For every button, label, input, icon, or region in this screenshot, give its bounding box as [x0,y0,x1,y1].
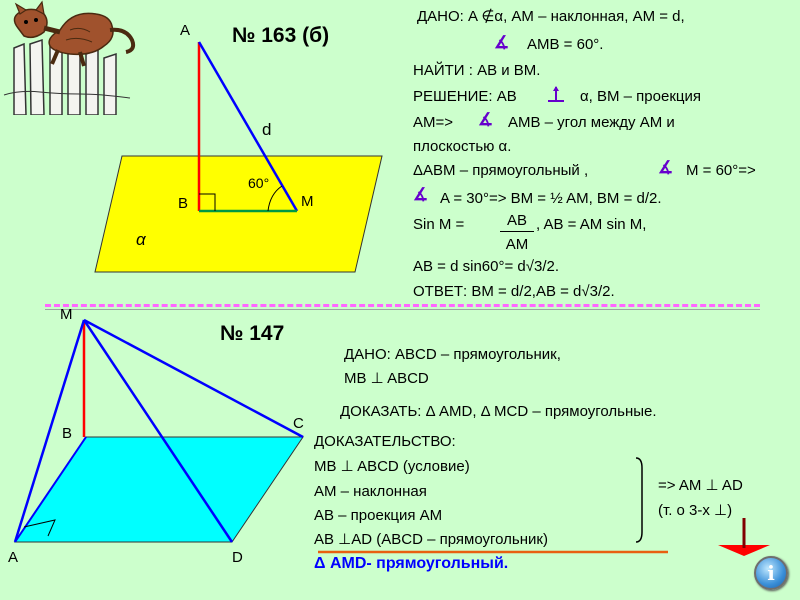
find-163: НАЙТИ : AB и BM. [413,62,541,79]
label-a-147: A [8,549,19,566]
result-147-line2: (т. о 3-х ⊥) [658,502,733,519]
calc-163: AB = d sin60°= d√3/2. [413,258,559,275]
solution-line5: A = 30°=> BM = ½ AM, BM = d/2. [440,190,662,207]
solution-line2-a: AM=> [413,114,454,131]
sin-fraction-denominator: AM [505,236,529,253]
sin-suffix: , AB = AM sin M, [536,216,647,233]
solution-line4-a: ΔABM – прямоугольный , [413,162,589,179]
label-angle-60: 60° [248,175,270,191]
info-icon[interactable]: i [754,556,788,590]
answer-163: ОТВЕТ: BM = d/2,AB = d√3/2. [413,283,615,300]
given-163-line1: ДАНО: A ∉α, AM – наклонная, AM = d, [417,8,685,25]
solution-line1-a: РЕШЕНИЕ: AB [413,88,517,105]
proof-line-4: AB ⊥AD (ABCD – прямоугольник) [314,531,548,548]
angle-m-arc [267,185,283,212]
result-147-line1: => AM ⊥ AD [658,477,743,494]
label-d: d [262,120,272,139]
conclusion-147: Δ AMD- прямоугольный. [314,555,509,572]
label-b-147: B [62,425,73,442]
fraction-bar [500,231,534,232]
label-a-163: A [180,22,191,39]
section-divider [45,304,760,307]
given-147-line2: MB ⊥ ABCD [344,370,429,387]
problem-147-title: № 147 [220,322,285,345]
solution-line1-b: α, BM – проекция [580,88,701,105]
proof-line-1: MB ⊥ ABCD (условие) [314,458,470,475]
label-m-147: M [60,306,73,323]
right-angle-b [199,193,216,211]
angle-symbol-icon: ∡ [494,33,510,52]
proof-line-3: AB – проекция AM [314,507,443,524]
segment-mc [83,318,304,439]
segment-am [197,41,299,212]
t-marker [718,545,770,556]
solution-line2-b: AMB – угол между AM и [508,114,675,131]
cat-on-fence-icon [0,0,140,115]
proof-line-2: AM – наклонная [314,483,427,500]
label-c-147: C [293,415,304,432]
angle-symbol-icon: ∡ [413,185,429,204]
plane-abcd [14,436,304,543]
label-b-163: B [178,195,189,212]
label-d-147: D [232,549,243,566]
bracket [635,457,643,543]
problem-163-title: № 163 (б) [232,24,330,47]
section-divider-shadow [45,309,760,310]
plane-alpha [94,155,383,273]
segment-ab-147 [14,436,87,543]
label-alpha: α [136,230,146,249]
angle-symbol-icon: ∡ [478,110,494,129]
prove-147: ДОКАЗАТЬ: Δ AMD, Δ MCD – прямоугольные. [340,403,657,420]
right-angle-a [23,519,56,537]
label-m-163: M [301,193,314,210]
segment-ma [13,319,86,543]
proof-line-0: ДОКАЗАТЕЛЬСТВО: [314,433,456,450]
sin-prefix: Sin M = [413,216,465,233]
given-163-line2: AMB = 60°. [527,36,604,53]
perpendicular-arrow-icon [548,86,564,102]
angle-symbol-icon: ∡ [658,158,674,177]
solution-line4-b: M = 60°=> [686,162,756,179]
segment-md [82,319,234,543]
given-147-line1: ДАНО: ABCD – прямоугольник, [344,346,561,363]
sin-fraction-numerator: AB [506,212,527,229]
solution-line3: плоскостью α. [413,138,512,155]
